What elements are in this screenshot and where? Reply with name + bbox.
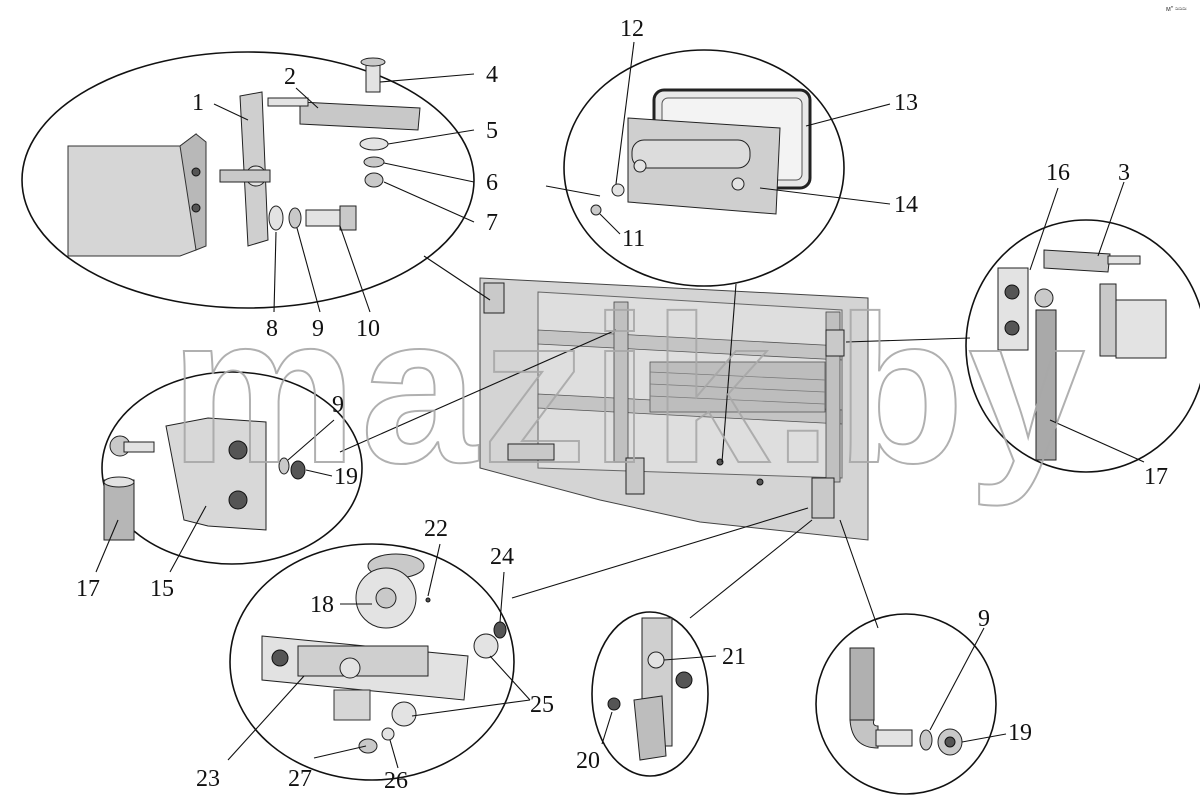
callout-14: 14 — [894, 192, 918, 218]
watermark-text: mazik.by — [170, 272, 1089, 507]
detail-ellipse-hinge — [21, 51, 475, 309]
callout-20: 20 — [576, 748, 600, 774]
strut-bracket-detail-group — [101, 371, 363, 565]
corner-mark: м" ≈≈≈ — [1166, 6, 1187, 13]
callout-7: 7 — [486, 210, 498, 236]
latch-detail-group — [229, 543, 515, 781]
detail-ellipse-strut-top — [965, 219, 1200, 473]
callout-13: 13 — [894, 90, 918, 116]
callout-18: 18 — [310, 592, 334, 618]
callout-22: 22 — [424, 516, 448, 542]
handle-detail-group — [563, 49, 845, 287]
hinge-leaders — [213, 73, 491, 313]
strut-bracket-leaders — [95, 329, 617, 573]
callout-19-strut-end: 19 — [1008, 720, 1032, 746]
detail-ellipse-latch — [229, 543, 515, 781]
detail-ellipse-handle — [563, 49, 845, 287]
callout-6: 6 — [486, 170, 498, 196]
callout-25: 25 — [530, 692, 554, 718]
strut-top-detail-group — [965, 219, 1200, 473]
detail-ellipse-lock — [591, 611, 709, 777]
strut-end-leaders — [839, 519, 1007, 743]
callout-5: 5 — [486, 118, 498, 144]
callout-12: 12 — [620, 16, 644, 42]
main-panel-assembly — [479, 277, 869, 541]
callout-2: 2 — [284, 64, 296, 90]
callout-9-hinge: 9 — [312, 316, 324, 342]
strut-end-detail-group — [815, 613, 997, 795]
handle-leaders — [545, 41, 891, 463]
callout-10: 10 — [356, 316, 380, 342]
callout-8: 8 — [266, 316, 278, 342]
callout-23: 23 — [196, 766, 220, 792]
detail-ellipse-strut-bracket — [101, 371, 363, 565]
callout-17-right: 17 — [1144, 464, 1168, 490]
latch-leaders — [227, 507, 809, 769]
callout-11: 11 — [622, 226, 645, 252]
hinge-detail-group — [21, 51, 475, 309]
callout-labels: 1 2 3 4 5 6 7 8 9 9 9 10 11 12 13 14 15 … — [76, 16, 1168, 794]
callout-21: 21 — [722, 644, 746, 670]
callout-26: 26 — [384, 768, 408, 794]
callout-1: 1 — [192, 90, 204, 116]
lock-leaders — [601, 519, 813, 745]
callout-4: 4 — [486, 62, 498, 88]
callout-27: 27 — [288, 766, 312, 792]
callout-19-bracket: 19 — [334, 464, 358, 490]
callout-24: 24 — [490, 544, 514, 570]
callout-3: 3 — [1118, 160, 1130, 186]
strut-top-leaders — [845, 181, 1145, 463]
callout-9-bracket: 9 — [332, 392, 344, 418]
callout-17-left: 17 — [76, 576, 100, 602]
detail-ellipse-strut-end — [815, 613, 997, 795]
callout-16: 16 — [1046, 160, 1070, 186]
callout-15: 15 — [150, 576, 174, 602]
callout-9-strut-end: 9 — [978, 606, 990, 632]
lock-detail-group — [591, 611, 709, 777]
